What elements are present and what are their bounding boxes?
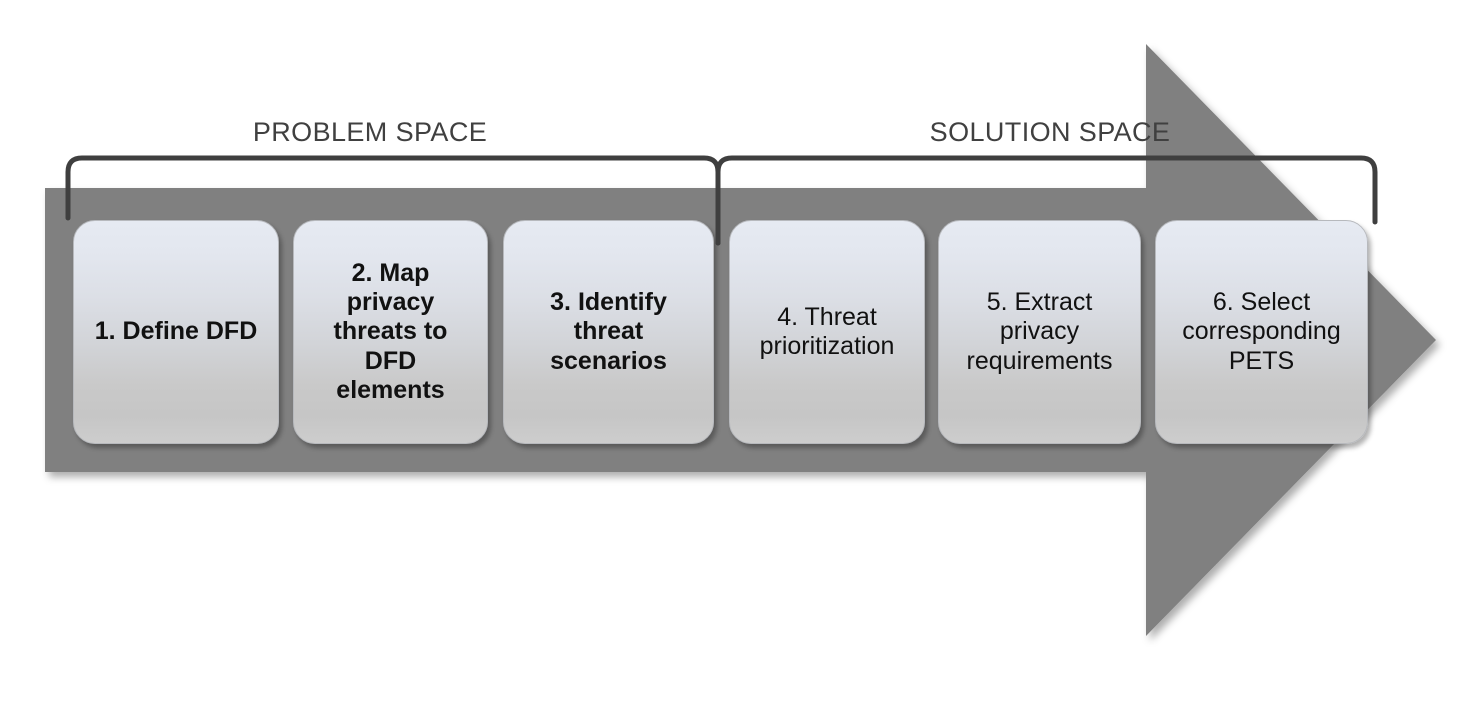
step-label: 3. Identify threat scenarios: [550, 288, 667, 375]
step-label: 2. Map privacy threats to DFD elements: [333, 258, 448, 404]
step-label: 6. Select corresponding PETS: [1182, 288, 1341, 375]
step-label: 5. Extract privacy requirements: [966, 288, 1113, 375]
step-box-3[interactable]: 3. Identify threat scenarios: [503, 220, 714, 444]
bracket-problem-space: [65, 155, 721, 246]
step-box-5[interactable]: 5. Extract privacy requirements: [938, 220, 1141, 444]
step-label: 4. Threat prioritization: [759, 302, 895, 360]
step-box-6[interactable]: 6. Select corresponding PETS: [1155, 220, 1368, 444]
phase-label-problem-space: PROBLEM SPACE: [252, 117, 488, 147]
step-label: 1. Define DFD: [94, 317, 258, 346]
phase-label-solution-space: SOLUTION SPACE: [929, 117, 1171, 147]
step-box-1[interactable]: 1. Define DFD: [73, 220, 279, 444]
step-box-2[interactable]: 2. Map privacy threats to DFD elements: [293, 220, 488, 444]
bracket-solution-space: [715, 155, 1378, 246]
step-box-4[interactable]: 4. Threat prioritization: [729, 220, 925, 444]
